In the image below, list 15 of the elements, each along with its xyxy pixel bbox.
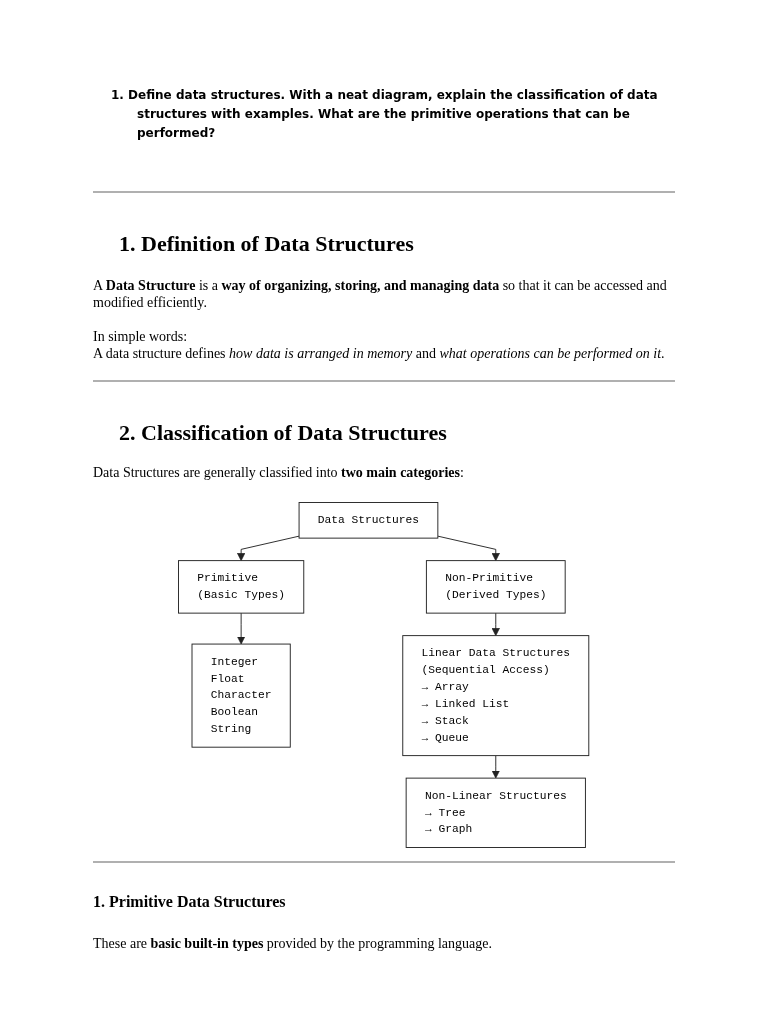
node-box: Linear Data Structures (Sequential Access) → Array → Linked List → Stack → Queue <box>402 635 590 757</box>
node-box: Non-Linear Structures → Tree → Graph <box>406 777 587 848</box>
subsection-heading: 1. Primitive Data Structures <box>93 893 287 911</box>
node-box: Primitive (Basic Types) <box>178 560 305 614</box>
question-text: 1. Define data structures. With a neat diagram, explain the classification of data structures with examples. What are the primitive operations that can be performed? <box>110 87 659 142</box>
node-box: Integer Float Character Boolean String <box>191 643 292 748</box>
node-box: Non-Primitive (Derived Types) <box>426 560 566 614</box>
paragraph: A data structure defines how data is arranged in memory and what operations can be performed on it. <box>93 345 666 362</box>
paragraph: In simple words: <box>93 328 189 345</box>
node-box: Data Structures <box>298 502 439 539</box>
paragraph: Data Structures are generally classified into two main categories: <box>93 464 465 481</box>
section-heading: 2. Classification of Data Structures <box>118 420 448 446</box>
section-heading: 1. Definition of Data Structures <box>118 231 415 257</box>
paragraph: These are basic built-in types provided by the programming language. <box>93 935 493 952</box>
paragraph: A Data Structure is a way of organizing, storing, and managing data so that it can be accessed and modified efficiently. <box>93 277 668 311</box>
